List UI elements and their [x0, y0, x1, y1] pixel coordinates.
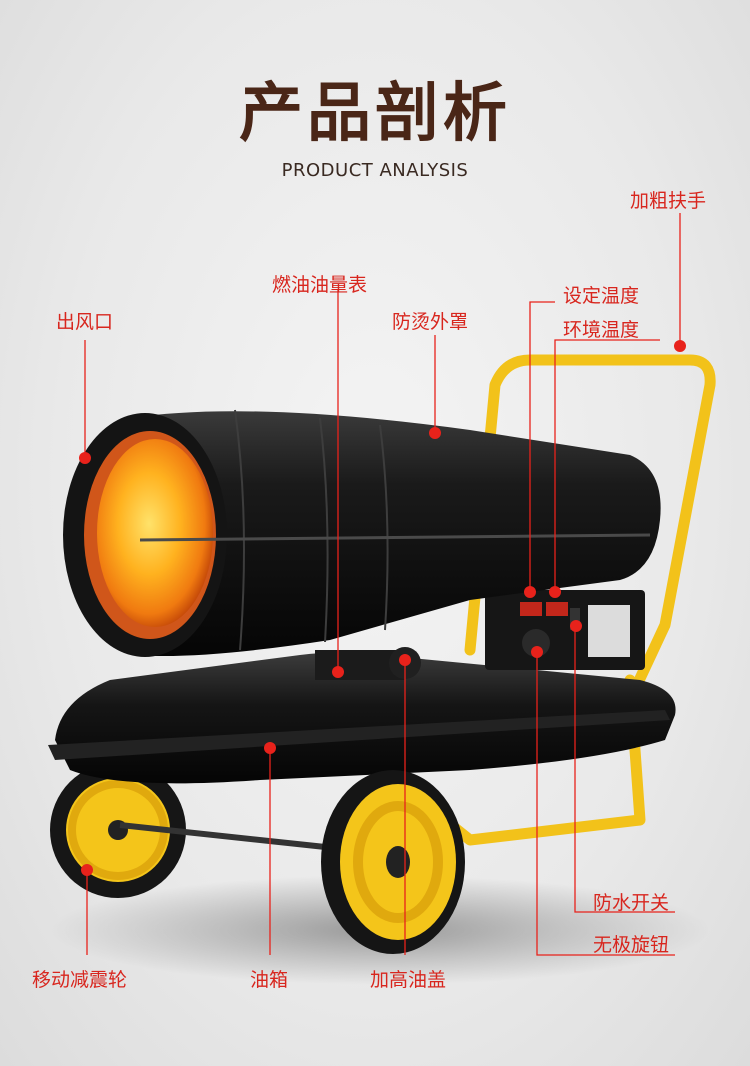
ambient-temp-display [546, 602, 568, 616]
switch [570, 608, 580, 630]
drum-body [130, 411, 661, 656]
fuel-tank [55, 652, 676, 784]
set-temp-display [520, 602, 542, 616]
rear-wheel [50, 762, 186, 898]
page-title: 产品剖析 [239, 77, 511, 151]
marker-ambient-temp [549, 586, 561, 598]
label-ambient-temperature: 环境温度 [563, 319, 640, 341]
drum-seams [234, 409, 389, 651]
callout-lines [84, 213, 681, 956]
label-raised-fuel-cap: 加高油盖 [370, 969, 447, 991]
label-stepless-knob: 无极旋钮 [593, 934, 670, 956]
label-set-temperature: 设定温度 [563, 285, 640, 307]
marker-fuel-gauge [332, 666, 344, 678]
marker-fuel-cap [399, 654, 411, 666]
spec-plate [588, 605, 630, 657]
label-thick-handle: 加粗扶手 [630, 190, 707, 212]
marker-outlet [79, 452, 91, 464]
marker-cover [429, 427, 441, 439]
label-waterproof-switch: 防水开关 [593, 892, 670, 914]
marker-fuel-tank [264, 742, 276, 754]
front-wheel [321, 770, 465, 954]
outlet-glow [97, 439, 213, 627]
knob [522, 629, 550, 657]
label-fuel-gauge: 燃油油量表 [272, 274, 368, 296]
tank-rim [48, 710, 670, 760]
label-shock-absorbing-wheels: 移动减震轮 [32, 969, 128, 991]
label-outlet: 出风口 [56, 311, 114, 333]
label-anti-scald-cover: 防烫外罩 [392, 311, 469, 333]
marker-handle [674, 340, 686, 352]
callout-markers [79, 340, 686, 876]
page-subtitle: PRODUCT ANALYSIS [281, 160, 469, 181]
marker-waterproof-switch [570, 620, 582, 632]
marker-set-temp [524, 586, 536, 598]
marker-knob [531, 646, 543, 658]
drum-band [139, 533, 651, 542]
label-fuel-tank: 油箱 [250, 969, 289, 991]
marker-wheel [81, 864, 93, 876]
